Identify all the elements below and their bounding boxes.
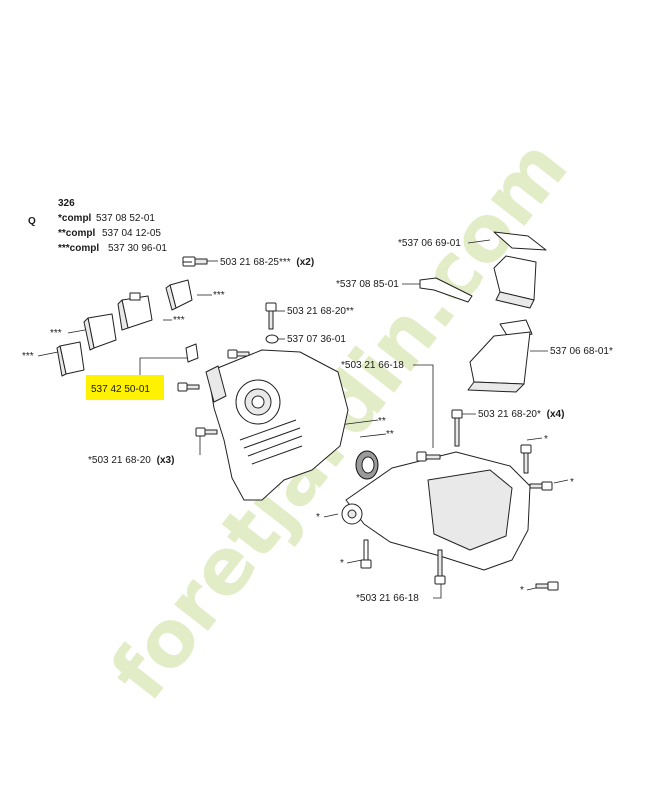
callout-dstar: ** [386, 429, 394, 440]
crankcase-left-part [205, 349, 349, 501]
callout-bolt-mid: 503 21 68-20** [287, 306, 354, 317]
bolt-right-part [360, 409, 559, 591]
compl-number: 537 08 52-01 [96, 213, 155, 224]
callout-dstar: ** [378, 416, 386, 427]
callout-bolt-left: *503 21 68-20 (x3) [88, 455, 174, 466]
callout-star: * [316, 512, 320, 523]
oring-part [265, 334, 279, 344]
clamp-middle-part [117, 292, 153, 331]
highlighted-part-number: 537 42 50-01 [91, 384, 150, 395]
bolt-mid-part [265, 302, 277, 330]
callout-screw-b: *503 21 66-18 [356, 593, 419, 604]
callout-bolt-right: 503 21 68-20* (x4) [478, 409, 564, 420]
callout-star: * [544, 434, 548, 445]
bolt-left-part [177, 349, 250, 437]
callout-labels: 503 21 68-25*** (x2) *** *** *** *** 503… [22, 238, 613, 604]
compl-prefix: *compl [58, 213, 92, 224]
callout-stars: *** [22, 351, 34, 362]
callout-star: * [570, 477, 574, 488]
page-number: 326 [58, 198, 75, 209]
callout-oring: 537 07 36-01 [287, 334, 346, 345]
compl-line: **compl 537 04 12-05 [58, 228, 161, 239]
callout-guard-top: *537 06 69-01 [398, 238, 461, 249]
clamp-half-part [56, 341, 85, 377]
section-letter: Q [28, 216, 36, 227]
bolt-top-part [182, 256, 208, 267]
clamp-lower-part [83, 313, 117, 351]
compl-line: *compl 537 08 52-01 [58, 213, 155, 224]
guard-top-part [493, 231, 547, 309]
header: Q 326 *compl 537 08 52-01 **compl 537 04… [28, 198, 167, 254]
callout-stars: *** [213, 290, 225, 301]
callout-stars: *** [173, 315, 185, 326]
callout-stars: *** [50, 328, 62, 339]
callout-guard-lower: 537 06 68-01* [550, 346, 613, 357]
callout-clip: *537 08 85-01 [336, 279, 399, 290]
bracket-part [185, 343, 199, 363]
compl-line: ***compl 537 30 96-01 [58, 243, 167, 254]
callout-bolt-top: 503 21 68-25*** (x2) [220, 257, 314, 268]
compl-number: 537 04 12-05 [102, 228, 161, 239]
clamp-upper-part [165, 279, 193, 311]
guard-lower-part [467, 319, 533, 393]
highlight-box [86, 375, 164, 400]
clip-part [419, 277, 473, 303]
crankcase-right-part [341, 451, 531, 571]
bearing-part [355, 450, 379, 480]
compl-prefix: ***compl [58, 243, 99, 254]
callout-star: * [340, 558, 344, 569]
callout-screw-a: *503 21 66-18 [341, 360, 404, 371]
compl-number: 537 30 96-01 [108, 243, 167, 254]
compl-prefix: **compl [58, 228, 95, 239]
callout-star: * [520, 585, 524, 596]
